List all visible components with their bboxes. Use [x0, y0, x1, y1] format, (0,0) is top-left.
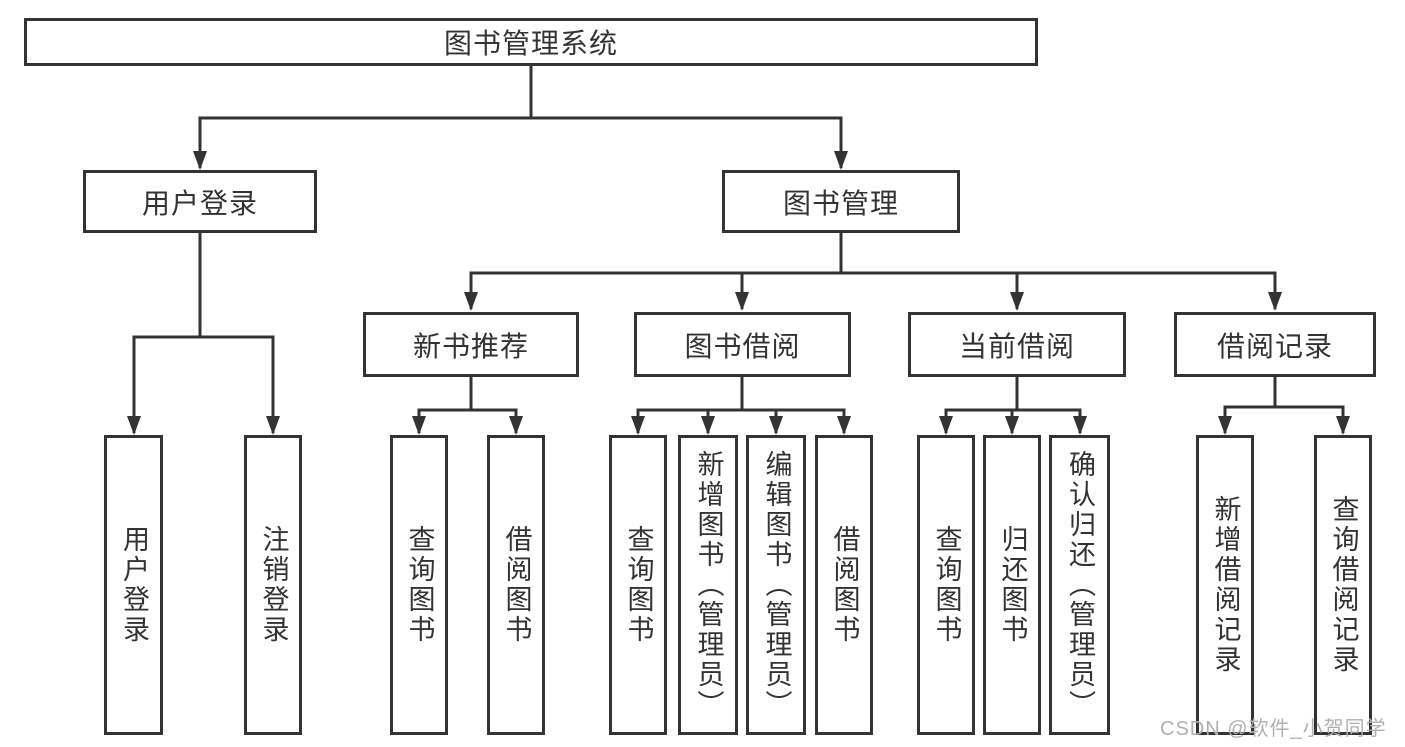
leaf-add-borrow-record: 新增借阅记录	[1196, 435, 1254, 735]
leaf-query-books-current: 查询图书	[917, 435, 975, 735]
node-user-login-branch: 用户登录	[83, 170, 317, 233]
node-borrowing-records: 借阅记录	[1174, 312, 1376, 377]
leaf-label: 借阅图书	[829, 525, 860, 645]
leaf-confirm-return-admin: 确认归还（管理员）	[1049, 435, 1110, 735]
node-label: 新书推荐	[412, 330, 529, 362]
node-book-borrowing: 图书借阅	[634, 312, 851, 377]
leaf-label: 查询图书	[931, 525, 962, 645]
leaf-edit-book-admin: 编辑图书（管理员）	[746, 435, 806, 735]
leaf-query-books-recommend: 查询图书	[390, 435, 448, 735]
node-label: 借阅记录	[1216, 330, 1333, 362]
leaf-label: 新增图书（管理员）	[693, 450, 724, 720]
node-label: 图书管理系统	[443, 28, 618, 59]
node-label: 当前借阅	[958, 330, 1075, 362]
leaf-user-login: 用户登录	[104, 435, 163, 735]
node-book-management-branch: 图书管理	[722, 170, 960, 233]
leaf-query-books-borrowing: 查询图书	[609, 435, 667, 735]
node-new-book-recommend: 新书推荐	[363, 312, 579, 377]
arrowheads	[127, 151, 1350, 435]
leaf-borrow-books-borrowing: 借阅图书	[815, 435, 873, 735]
leaf-return-book: 归还图书	[983, 435, 1041, 735]
node-current-borrowing: 当前借阅	[908, 312, 1126, 377]
leaf-label: 查询图书	[623, 525, 654, 645]
leaf-logout: 注销登录	[244, 435, 302, 735]
leaf-label: 编辑图书（管理员）	[761, 450, 792, 720]
leaf-borrow-books-recommend: 借阅图书	[487, 435, 545, 735]
node-label: 图书管理	[782, 187, 899, 219]
leaf-add-book-admin: 新增图书（管理员）	[678, 435, 738, 735]
leaf-label: 新增借阅记录	[1210, 495, 1241, 675]
leaf-label: 归还图书	[997, 525, 1028, 645]
leaf-label: 确认归还（管理员）	[1065, 450, 1095, 720]
node-label: 用户登录	[141, 187, 258, 219]
node-system-root: 图书管理系统	[24, 18, 1038, 66]
leaf-label: 注销登录	[258, 525, 289, 645]
leaf-label: 查询借阅记录	[1328, 495, 1359, 675]
leaf-label: 查询图书	[404, 525, 435, 645]
node-label: 图书借阅	[684, 330, 801, 362]
leaf-query-borrow-record: 查询借阅记录	[1314, 435, 1372, 735]
leaf-label: 用户登录	[119, 525, 149, 645]
leaf-label: 借阅图书	[501, 525, 532, 645]
